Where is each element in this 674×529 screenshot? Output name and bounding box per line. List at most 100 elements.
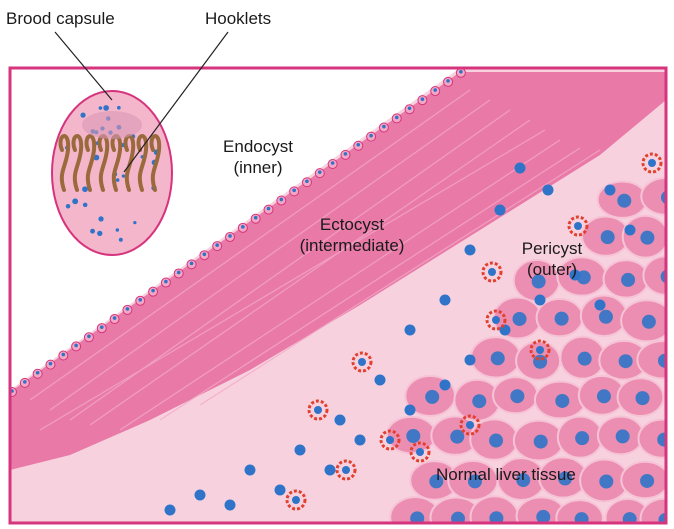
liver-nucleus [425,390,439,404]
endocyst-nucleus [87,334,91,338]
endocyst-nucleus [395,116,399,120]
liver-nucleus [601,230,615,244]
endocyst-nucleus [369,134,373,138]
endocyst-nucleus [113,316,117,320]
endocyst-nucleus [459,70,463,74]
liver-nucleus [489,434,503,448]
endocyst-nucleus [177,271,181,275]
capsule-nucleus [98,216,103,221]
endocyst-nucleus [151,289,155,293]
endocyst-nucleus [305,179,309,183]
endocyst-nucleus [215,243,219,247]
liver-nucleus [617,194,631,208]
endocyst-nucleus [228,234,232,238]
pericyst-nucleus [355,435,366,446]
liver-nucleus [533,355,547,369]
endocyst-sub: (inner) [208,157,308,178]
pericyst-sub: (outer) [507,259,597,280]
lymphocyte-nucleus [466,421,474,429]
pericyst-nucleus [405,325,416,336]
endocyst-nucleus [292,189,296,193]
endocyst-nucleus [74,344,78,348]
lymphocyte-nucleus [314,406,322,414]
liver-nucleus [616,429,630,443]
endocyst-nucleus [23,380,27,384]
capsule-nucleus [72,198,78,204]
capsule-scolex-center [82,111,142,139]
liver-nucleus [657,433,671,447]
endocyst-nucleus [36,371,40,375]
liver-nucleus [510,389,524,403]
lymphocyte-nucleus [574,222,582,230]
liver-nucleus [513,312,527,326]
endocyst-nucleus [446,79,450,83]
pericyst-nucleus [225,500,236,511]
capsule-nucleus [122,174,125,177]
endocyst-nucleus [164,280,168,284]
brood-capsule [52,91,172,255]
liver-nucleus [555,312,569,326]
lymphocyte-nucleus [492,316,500,324]
endocyst-nucleus [126,307,130,311]
endocyst-name: Endocyst [208,136,308,157]
endocyst-nucleus [433,88,437,92]
endocyst-nucleus [49,362,53,366]
lymphocyte-nucleus [292,496,300,504]
capsule-nucleus [119,238,123,242]
pericyst-nucleus [295,445,306,456]
pericyst-nucleus [245,465,256,476]
liver-nucleus [636,391,650,405]
capsule-nucleus [99,106,103,110]
endocyst-nucleus [356,143,360,147]
hooklets-label: Hooklets [205,8,271,29]
pericyst-nucleus [335,415,346,426]
pericyst-nucleus [605,185,616,196]
lymphocyte-nucleus [358,358,366,366]
pericyst-nucleus [625,225,636,236]
endocyst-nucleus [267,207,271,211]
pericyst-nucleus [275,485,286,496]
pericyst-nucleus [495,205,506,216]
lymphocyte-nucleus [536,346,544,354]
liver-nucleus [597,389,611,403]
endocyst-nucleus [318,170,322,174]
capsule-nucleus [80,112,85,117]
pericyst-nucleus [535,295,546,306]
liver-nucleus [642,315,656,329]
endocyst-nucleus [408,106,412,110]
liver-nucleus [578,352,592,366]
pericyst-nucleus [440,380,451,391]
lymphocyte-nucleus [488,268,496,276]
endocyst-nucleus [190,262,194,266]
endocyst-nucleus [203,252,207,256]
capsule-nucleus [82,186,88,192]
liver-nucleus [406,429,420,443]
endocyst-nucleus [100,325,104,329]
liver-nucleus [472,394,486,408]
pericyst-nucleus [405,405,416,416]
endocyst-label: Endocyst (inner) [208,136,308,178]
liver-nucleus [555,394,569,408]
endocyst-nucleus [138,298,142,302]
capsule-nucleus [83,203,88,208]
capsule-nucleus [117,106,121,110]
capsule-nucleus [103,105,109,111]
lymphocyte-nucleus [416,448,424,456]
liver-nucleus [640,231,654,245]
liver-nucleus [599,474,613,488]
pericyst-name: Pericyst [507,238,597,259]
pericyst-nucleus [543,185,554,196]
brood-capsule-label: Brood capsule [6,8,115,29]
endocyst-nucleus [254,216,258,220]
ectocyst-label: Ectocyst (intermediate) [282,214,422,256]
capsule-nucleus [116,178,120,182]
pericyst-nucleus [375,375,386,386]
pericyst-nucleus [165,505,176,516]
capsule-nucleus [66,204,70,208]
pericyst-nucleus [465,245,476,256]
capsule-nucleus [133,221,136,224]
endocyst-nucleus [331,161,335,165]
endocyst-nucleus [62,353,66,357]
lymphocyte-nucleus [342,466,350,474]
capsule-nucleus [116,228,119,231]
